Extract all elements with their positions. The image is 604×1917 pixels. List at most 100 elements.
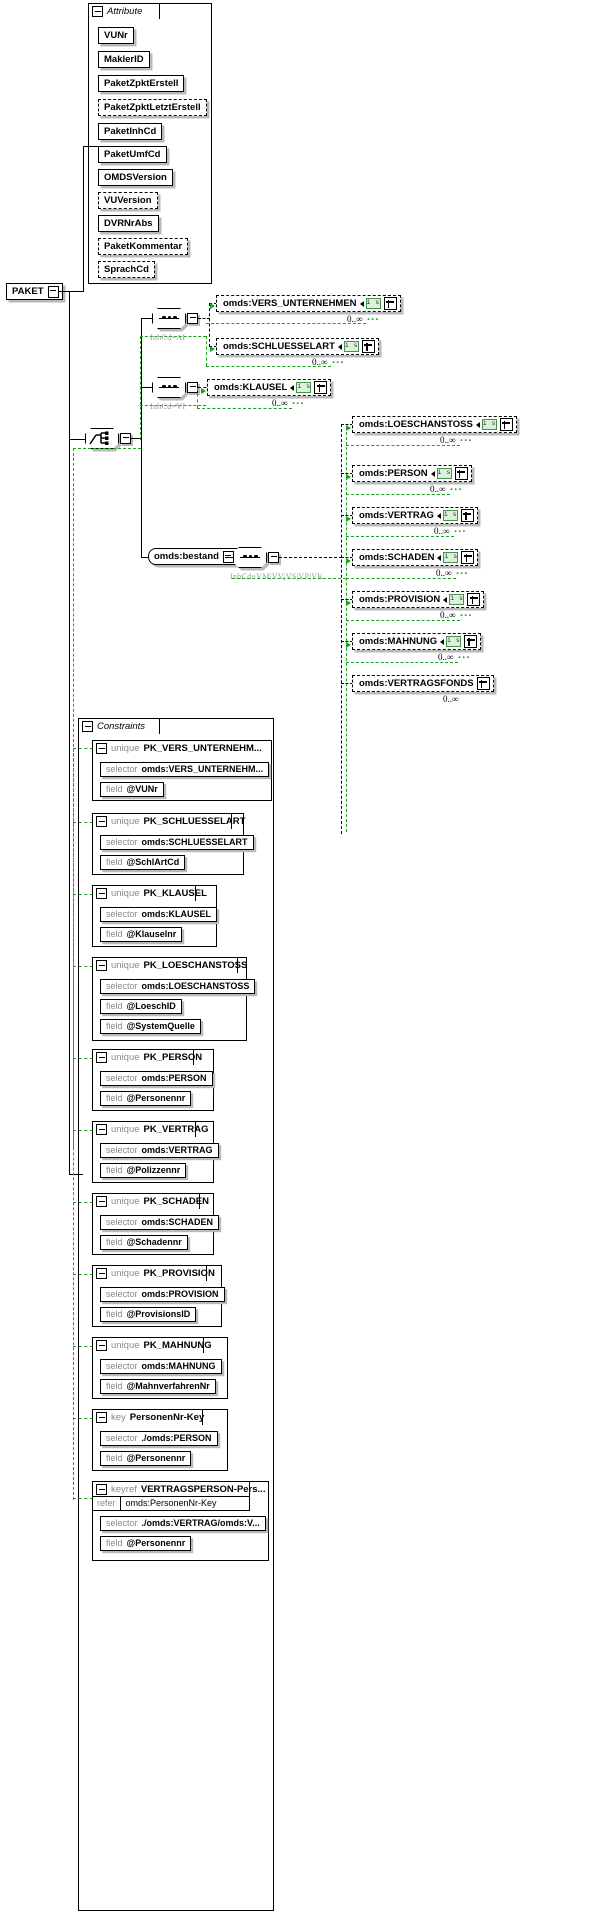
constraint-field-row[interactable]: field @MahnverfahrenNr [100,1379,216,1394]
connector [198,387,212,388]
collapse-icon[interactable] [96,1268,107,1279]
constraint-field-row-2[interactable]: field @SystemQuelle [100,1019,201,1034]
constraint-header-pk-vertrag[interactable]: unique PK_VERTRAG [92,1121,208,1137]
element-schluesselart[interactable]: omds:SCHLUESSELART i s [216,338,379,355]
constraint-field-row[interactable]: field @LoeschID [100,999,182,1014]
constraint-selector-row[interactable]: selector omds:SCHADEN [100,1215,220,1230]
element-klausel[interactable]: omds:KLAUSEL i s [207,379,332,396]
element-vertragsfonds[interactable]: omds:VERTRAGSFONDS [352,675,494,692]
collapse-icon[interactable] [96,1412,107,1423]
attribute-paketzpkterstell[interactable]: PaketZpktErstell [98,75,185,92]
constraint-selector-row[interactable]: selector omds:SCHLUESSELART [100,835,254,850]
constraint-field-row[interactable]: field @Klauselnr [100,927,183,942]
constraints-panel-tab[interactable]: Constraints [78,718,160,734]
element-mahnung[interactable]: omds:MAHNUNG i s [352,633,482,650]
constraint-field-row[interactable]: field @Personennr [100,1091,192,1106]
constraint-selector-row[interactable]: selector omds:PROVISION [100,1287,225,1302]
constraint-selector-row[interactable]: selector omds:VERS_UNTERNEHM... [100,762,270,777]
constraint-header-vertragsperson-keyref[interactable]: keyref VERTRAGSPERSON-Pers... [92,1481,265,1497]
constraint-field-row[interactable]: field @Polizzennr [100,1163,187,1178]
attribute-vunr[interactable]: VUNr [98,27,134,44]
attribute-paketzpktletzterstell[interactable]: PaketZpktLetztErstell [98,99,207,116]
root-element-paket[interactable]: PAKET [6,283,63,300]
constraint-header-pk-mahnung[interactable]: unique PK_MAHNUNG [92,1337,212,1353]
collapse-icon[interactable] [96,1052,107,1063]
field-label: field [106,1093,123,1103]
constraint-selector-row[interactable]: selector ./omds:VERTRAG/omds:V... [100,1516,266,1531]
attribute-dvrnrabs[interactable]: DVRNrAbs [98,215,159,232]
attribute-paketumfcd[interactable]: PaketUmfCd [98,146,167,163]
expand-icon[interactable] [383,297,397,310]
expand-icon[interactable] [467,593,481,606]
constraint-refer-row[interactable]: refer omds:PersonenNr-Key [92,1496,250,1511]
constraint-header-pk-vers-unternehm[interactable]: unique PK_VERS_UNTERNEHM... [92,740,272,756]
attribute-vuversion[interactable]: VUVersion [98,192,158,209]
collapse-icon[interactable] [96,1340,107,1351]
collapse-icon[interactable] [92,6,103,17]
collapse-icon[interactable] [96,1196,107,1207]
constraint-selector-row[interactable]: selector omds:MAHNUNG [100,1359,222,1374]
attribute-maklerid[interactable]: MaklerID [98,51,150,68]
constraint-header-pk-schluesselart[interactable]: unique PK_SCHLUESSELART [92,813,245,829]
constraint-field-row[interactable]: field @Personennr [100,1451,192,1466]
element-provision[interactable]: omds:PROVISION i s [352,591,485,608]
expand-icon[interactable] [464,635,478,648]
collapse-icon[interactable] [187,313,198,324]
collapse-icon[interactable] [120,433,131,444]
attribute-sprachcd[interactable]: SprachCd [98,261,155,278]
element-loeschanstoss[interactable]: omds:LOESCHANSTOSS i s [352,416,517,433]
constraint-selector-row[interactable]: selector omds:VERTRAG [100,1143,219,1158]
collapse-icon[interactable] [96,816,107,827]
collapse-icon[interactable] [82,721,93,732]
expand-icon[interactable] [314,381,328,394]
attribute-paketkommentar[interactable]: PaketKommentar [98,238,189,255]
constraint-field-row[interactable]: field @ProvisionsID [100,1307,197,1322]
field-label: field [106,1165,123,1175]
field-value: @Personennr [126,1538,186,1548]
collapse-icon[interactable] [96,743,107,754]
expand-icon[interactable] [476,677,490,690]
sequence-compositor-vi[interactable] [152,377,198,401]
constraint-field-row[interactable]: field @Personennr [100,1536,192,1551]
constraint-selector-row[interactable]: selector omds:PERSON [100,1071,213,1086]
constraint-field-row[interactable]: field @SchlArtCd [100,855,186,870]
green-dots: ··· [458,652,471,664]
constraint-header-pk-loeschanstoss[interactable]: unique PK_LOESCHANSTOSS [92,957,247,973]
expand-icon[interactable] [461,551,475,564]
constraint-header-pk-provision[interactable]: unique PK_PROVISION [92,1265,215,1281]
constraint-header-pk-person[interactable]: unique PK_PERSON [92,1049,202,1065]
element-vertrag[interactable]: omds:VERTRAG i s [352,507,478,524]
collapse-icon[interactable] [96,1124,107,1135]
attribute-panel-tab[interactable]: Attribute [88,3,160,19]
expand-icon[interactable] [460,509,474,522]
collapse-icon[interactable] [47,285,59,298]
constraint-header-pk-klausel[interactable]: unique PK_KLAUSEL [92,885,207,901]
green-flow [346,536,454,537]
element-schaden[interactable]: omds:SCHADEN i s [352,549,479,566]
constraint-field-row[interactable]: field @VUNr [100,782,164,797]
collapse-icon[interactable] [96,960,107,971]
element-vers-unternehmen[interactable]: omds:VERS_UNTERNEHMEN i s [216,295,401,312]
constraint-selector-row[interactable]: selector omds:KLAUSEL [100,907,218,922]
collapse-icon[interactable] [96,1484,107,1495]
expand-icon[interactable] [454,467,468,480]
root-label: PAKET [12,286,44,297]
attribute-paketinhcd[interactable]: PaketInhCd [98,123,163,140]
sequence-compositor-ai[interactable] [152,308,198,332]
constraint-selector-row[interactable]: selector omds:LOESCHANSTOSS [100,979,256,994]
collapse-icon[interactable] [96,888,107,899]
constraint-selector-row[interactable]: selector ./omds:PERSON [100,1431,218,1446]
constraint-header-personennr-key[interactable]: key PersonenNr-Key [92,1409,204,1425]
connector [131,438,142,440]
element-person[interactable]: omds:PERSON i s [352,465,472,482]
constraint-field-row[interactable]: field @Schadennr [100,1235,188,1250]
choice-compositor[interactable] [85,428,131,452]
attribute-omdsversion[interactable]: OMDSVersion [98,169,173,186]
sequence-compositor-bestand[interactable] [233,547,279,571]
collapse-icon[interactable] [268,552,279,563]
constraint-header-pk-schaden[interactable]: unique PK_SCHADEN [92,1193,209,1209]
collapse-icon[interactable] [187,382,198,393]
expand-icon[interactable] [361,340,375,353]
expand-icon[interactable] [499,418,513,431]
element-label: omds:VERTRAG [359,510,434,521]
